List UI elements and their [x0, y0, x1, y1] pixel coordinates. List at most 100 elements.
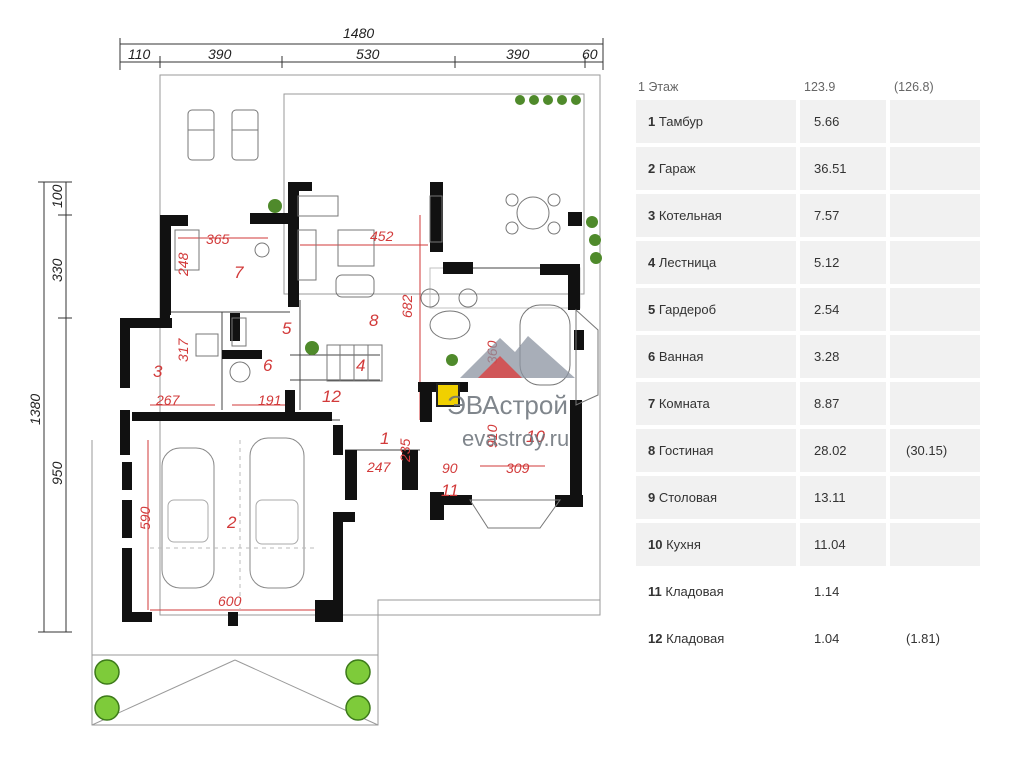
room-dim-910: 910: [484, 424, 500, 448]
room-area-table: 1 Этаж 123.9 (126.8) 1 Тамбур 5.66 2 Гараж…: [636, 76, 980, 664]
room-area: 3.28: [814, 349, 840, 364]
alt-area-cell: [890, 194, 980, 237]
room-area: 1.04: [814, 631, 840, 646]
room-number-4: 4: [356, 356, 365, 375]
room-label: 9 Столовая: [648, 490, 717, 505]
watermark-brand: ЭВАстрой: [447, 390, 568, 420]
dim-top-530: 530: [356, 46, 380, 62]
table-row: 7 Комната 8.87: [636, 382, 980, 429]
room-name: Кладовая: [666, 631, 725, 646]
name-cell: [636, 241, 796, 284]
room-name: Гостиная: [658, 443, 714, 458]
terrace-outlines: [91, 74, 601, 726]
room-area: 28.02: [814, 443, 847, 458]
room-label: 6 Ванная: [648, 349, 703, 364]
alt-area-cell: [890, 429, 980, 472]
alt-area-cell: [890, 147, 980, 190]
area-cell: [800, 194, 886, 237]
room-area-alt: (1.81): [906, 631, 940, 646]
dim-left-100: 100: [49, 184, 65, 208]
room-area: 13.11: [814, 490, 846, 505]
room-number: 12: [648, 631, 663, 646]
room-dim-267: 267: [155, 392, 181, 408]
area-cell: [800, 476, 886, 519]
area-cell: [800, 523, 886, 566]
room-area: 1.14: [814, 584, 840, 599]
table-row: 11 Кладовая 1.14: [636, 570, 980, 617]
room-number: 8: [648, 443, 656, 458]
room-name: Тамбур: [658, 114, 703, 129]
room-area: 8.87: [814, 396, 840, 411]
dim-top-60: 60: [582, 46, 598, 62]
room-number-3: 3: [153, 362, 163, 381]
furniture: [161, 109, 599, 589]
room-number: 4: [648, 255, 656, 270]
area-cell: [800, 288, 886, 331]
room-number-12: 12: [322, 387, 341, 406]
room-label: 7 Комната: [648, 396, 710, 411]
name-cell: [636, 617, 796, 660]
table-row: 12 Кладовая 1.04 (1.81): [636, 617, 980, 664]
room-name: Столовая: [658, 490, 717, 505]
watermark-logo-icon: [460, 336, 575, 378]
room-dim-590: 590: [137, 506, 153, 530]
fireplace: [436, 383, 460, 407]
area-cell: [800, 147, 886, 190]
name-cell: [636, 194, 796, 237]
watermark: ЭВАстрой evastroy.ru: [447, 336, 575, 451]
room-number-5: 5: [282, 319, 292, 338]
name-cell: [636, 288, 796, 331]
area-cell: [800, 617, 886, 660]
table-row: 1 Тамбур 5.66: [636, 100, 980, 147]
room-number-8: 8: [369, 311, 379, 330]
room-number: 9: [648, 490, 656, 505]
room-dim-90: 90: [442, 460, 458, 476]
room-label: 8 Гостиная: [648, 443, 713, 458]
room-name: Кладовая: [665, 584, 724, 599]
area-cell: [800, 429, 886, 472]
room-area: 2.54: [814, 302, 840, 317]
room-label: 1 Тамбур: [648, 114, 703, 129]
alt-area-cell: [890, 476, 980, 519]
area-cell: [800, 570, 886, 613]
name-cell: [636, 382, 796, 425]
alt-area-cell: [890, 100, 980, 143]
total-area-alt: (126.8): [894, 80, 934, 94]
room-label: 2 Гараж: [648, 161, 696, 176]
alt-area-cell: [890, 335, 980, 378]
dim-top-390a: 390: [208, 46, 232, 62]
room-area: 5.12: [814, 255, 840, 270]
alt-area-cell: [890, 288, 980, 331]
area-cell: [800, 100, 886, 143]
dim-top-total: 1480: [343, 25, 374, 41]
floor-label: 1 Этаж: [638, 80, 679, 94]
name-cell: [636, 335, 796, 378]
left-dimensions: [38, 181, 72, 633]
room-number-11: 11: [441, 481, 459, 500]
room-area: 36.51: [814, 161, 847, 176]
area-cell: [800, 335, 886, 378]
room-label: 10 Кухня: [648, 537, 701, 552]
dim-left-total: 1380: [27, 394, 43, 425]
floor-plan: 1480 110 390 530 390 60 1380 100 330 950: [27, 25, 604, 726]
room-name: Комната: [658, 396, 710, 411]
dim-top-110: 110: [128, 46, 151, 62]
room-number: 1: [648, 114, 656, 129]
shrubs: [94, 659, 371, 721]
garage-dashed-lines: [150, 440, 315, 610]
table-header: 1 Этаж 123.9 (126.8): [636, 76, 980, 100]
room-label: 11 Кладовая: [648, 584, 724, 599]
table-row: 6 Ванная 3.28: [636, 335, 980, 382]
room-dim-600: 600: [218, 593, 242, 609]
dim-top-390b: 390: [506, 46, 530, 62]
top-dimensions: [119, 38, 604, 70]
room-area: 5.66: [814, 114, 840, 129]
alt-area-cell: [890, 617, 980, 660]
alt-area-cell: [890, 570, 980, 613]
area-cell: [800, 382, 886, 425]
